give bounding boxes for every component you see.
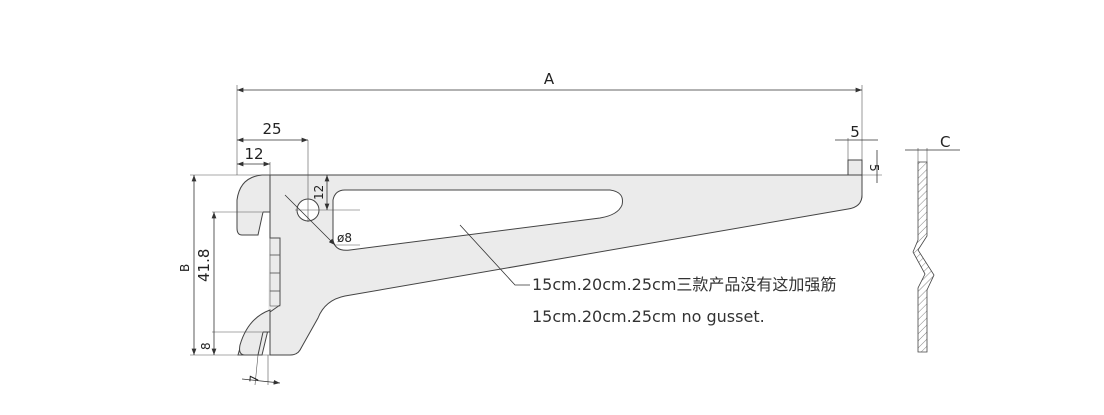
dim-c-label: C [940, 133, 950, 151]
side-section [912, 161, 935, 353]
note-english: 15cm.20cm.25cm no gusset. [532, 307, 765, 326]
dim-hole-offset-label: 12 [312, 185, 326, 200]
dim-25-label: 25 [262, 120, 281, 138]
dim-41-8-label: 41.8 [195, 249, 213, 282]
lower-hook [239, 309, 271, 356]
dim-12-label: 12 [244, 145, 263, 163]
dim-tip-width-label: 5 [850, 123, 860, 141]
lightening-slot [332, 189, 623, 251]
note-leader [459, 224, 530, 286]
note-chinese: 15cm.20cm.25cm三款产品没有这加强筋 [532, 275, 836, 294]
teeth [269, 237, 281, 307]
dim-8-label: 8 [199, 342, 213, 350]
dim-b-label: B [178, 264, 192, 272]
dim-7-label: 7 [247, 374, 262, 383]
dim-tip-height-label: 5 [867, 164, 881, 172]
upper-hook [236, 174, 271, 236]
dim-hole-diameter-label: ø8 [337, 231, 352, 245]
dim-a-label: A [544, 70, 555, 88]
tip-tab [847, 159, 863, 176]
